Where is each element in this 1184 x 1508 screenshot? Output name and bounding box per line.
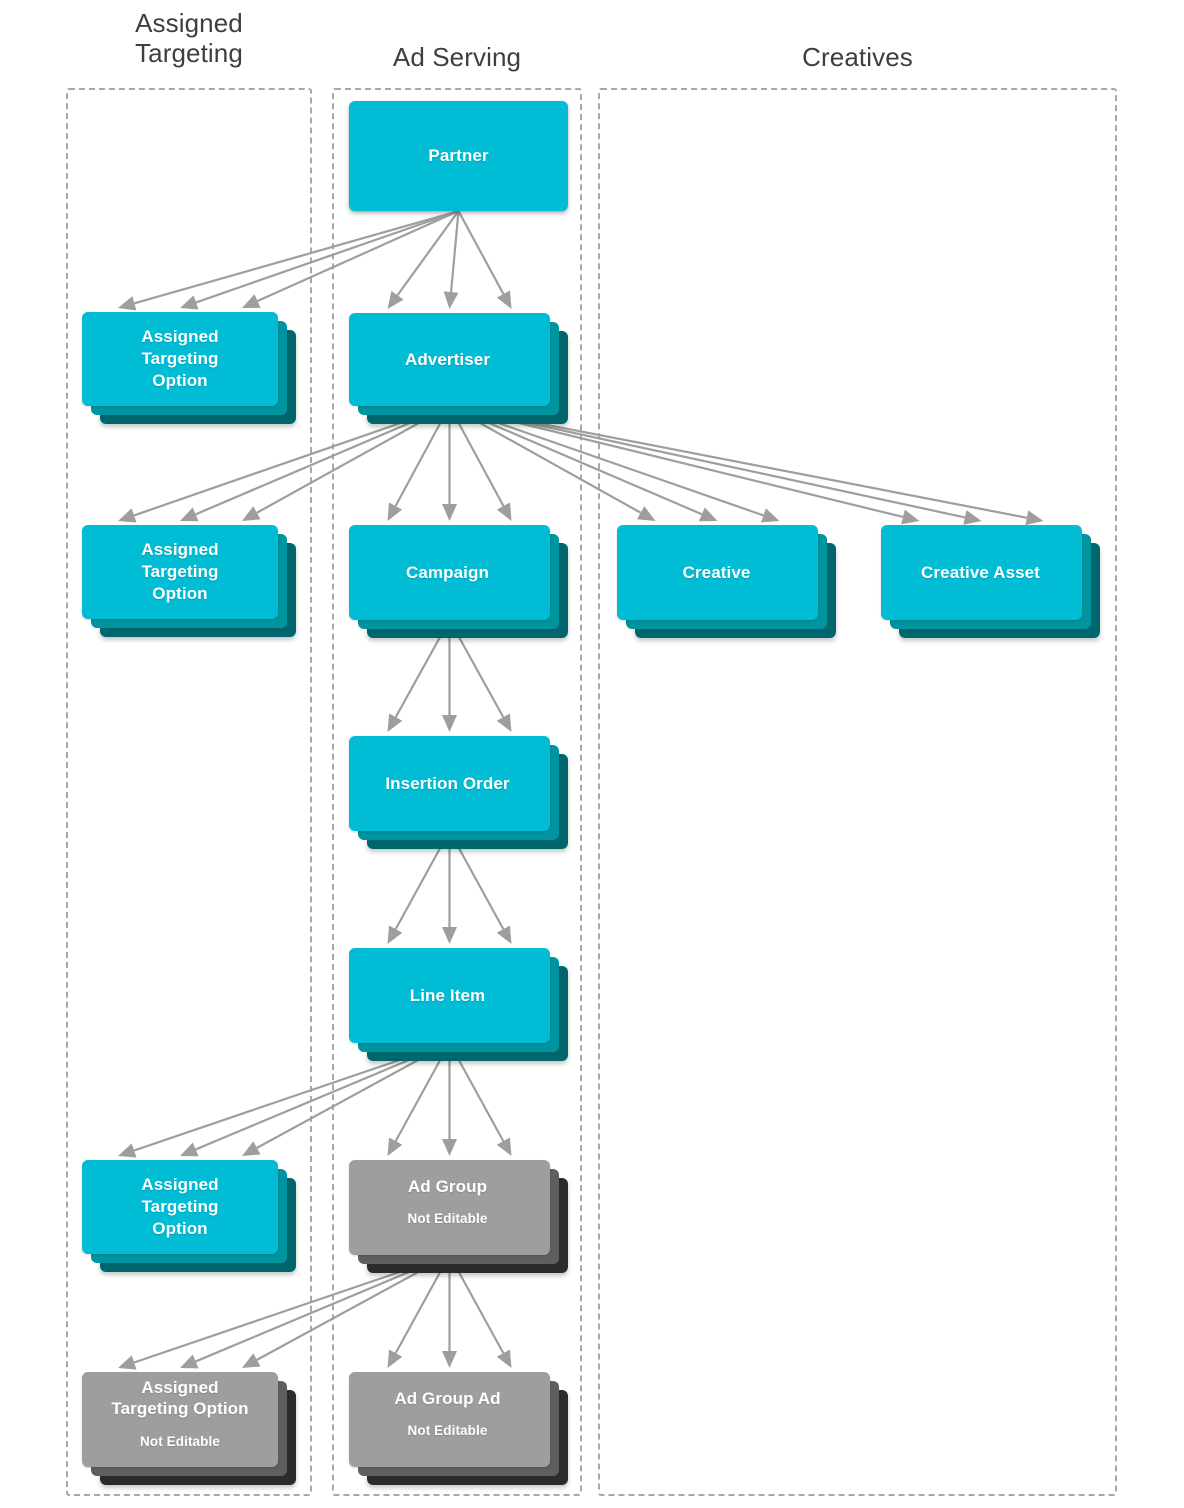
node-label: Creative xyxy=(682,562,751,582)
node-label: Campaign xyxy=(406,562,489,582)
node-ato-line-item[interactable]: Assigned Targeting Option xyxy=(82,1160,296,1272)
node-creative[interactable]: Creative xyxy=(617,525,836,638)
node-ad-group-ad[interactable]: Ad Group Ad Not Editable xyxy=(349,1372,568,1485)
node-label: Assigned Targeting Option xyxy=(141,1175,219,1238)
node-campaign[interactable]: Campaign xyxy=(349,525,568,638)
card-face-advertiser[interactable]: Advertiser xyxy=(349,313,550,406)
node-line-item[interactable]: Line Item xyxy=(349,948,568,1061)
node-label: Assigned Targeting Option xyxy=(111,1377,249,1419)
node-label: Assigned Targeting Option xyxy=(141,540,219,603)
card-face-insertion-order[interactable]: Insertion Order xyxy=(349,736,550,831)
card-face-line-item[interactable]: Line Item xyxy=(349,948,550,1043)
card-face-creative[interactable]: Creative xyxy=(617,525,818,620)
node-label: Assigned Targeting Option xyxy=(141,327,219,390)
node-partner[interactable]: Partner xyxy=(349,101,568,211)
node-not-editable-badge: Not Editable xyxy=(407,1423,488,1439)
node-label: Line Item xyxy=(409,985,486,1005)
card-face-ato-advertiser[interactable]: Assigned Targeting Option xyxy=(82,525,278,619)
node-label: Creative Asset xyxy=(921,562,1040,582)
column-header-ad-serving: Ad Serving xyxy=(392,42,522,72)
node-not-editable-badge: Not Editable xyxy=(140,1434,220,1450)
node-advertiser[interactable]: Advertiser xyxy=(349,313,568,424)
card-face-creative-asset[interactable]: Creative Asset xyxy=(881,525,1082,620)
column-box-ad-serving xyxy=(332,88,582,1496)
card-face-ato-line-item[interactable]: Assigned Targeting Option xyxy=(82,1160,278,1254)
node-label: Advertiser xyxy=(404,349,491,369)
node-label: Ad Group xyxy=(407,1176,488,1196)
column-header-assigned-targeting: Assigned Targeting xyxy=(135,8,243,69)
column-header-creatives: Creatives xyxy=(802,42,913,72)
node-ato-partner[interactable]: Assigned Targeting Option xyxy=(82,312,296,424)
node-label: Ad Group Ad xyxy=(394,1388,501,1408)
card-face-ad-group-ad[interactable]: Ad Group Ad Not Editable xyxy=(349,1372,550,1467)
node-creative-asset[interactable]: Creative Asset xyxy=(881,525,1100,638)
node-ato-advertiser[interactable]: Assigned Targeting Option xyxy=(82,525,296,637)
node-not-editable-badge: Not Editable xyxy=(407,1211,488,1227)
card-face-campaign[interactable]: Campaign xyxy=(349,525,550,620)
node-label: Insertion Order xyxy=(385,773,510,793)
node-label: Partner xyxy=(428,146,489,166)
node-insertion-order[interactable]: Insertion Order xyxy=(349,736,568,849)
card-face-ato-partner[interactable]: Assigned Targeting Option xyxy=(82,312,278,406)
column-box-creatives xyxy=(598,88,1117,1496)
card-face-partner[interactable]: Partner xyxy=(349,101,568,211)
column-box-assigned-targeting xyxy=(66,88,312,1496)
